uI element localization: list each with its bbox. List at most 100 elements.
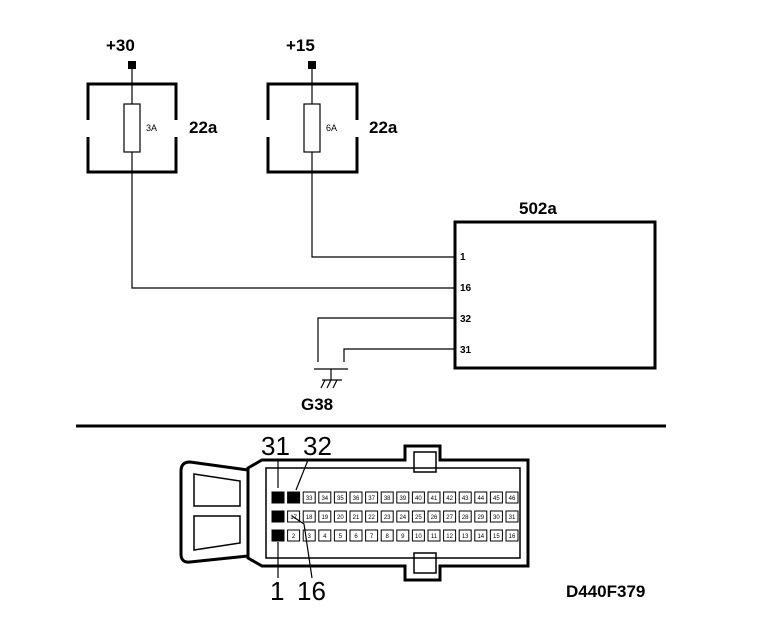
latch-slot-lower	[193, 515, 241, 551]
cavity-label: 10	[415, 534, 422, 540]
connector-cavity	[365, 491, 379, 504]
connector-cavity	[333, 510, 347, 523]
cavity-label: 25	[415, 515, 422, 521]
connector-cavity	[443, 529, 457, 542]
module-502a: 502a 1 16 32 31	[453, 199, 657, 370]
cavity-label: 16	[509, 534, 516, 540]
connector-cavity	[318, 529, 332, 542]
connector-cavity	[505, 529, 519, 542]
connector-cavity	[349, 529, 363, 542]
cavity-label: 20	[337, 515, 344, 521]
connector-cavity	[271, 491, 285, 504]
leader-32	[295, 459, 309, 491]
cavity-label: 30	[493, 515, 500, 521]
connector-cavity	[427, 510, 441, 523]
cavity-label: 11	[431, 534, 438, 540]
wire-15-to-pin1	[311, 152, 455, 258]
cavity-label: 31	[509, 515, 516, 521]
connector-cavity	[411, 529, 425, 542]
cavity-label: 3	[308, 534, 312, 540]
cavity-label: 23	[384, 515, 391, 521]
cavity-label: 46	[509, 496, 516, 502]
module-box	[453, 220, 657, 370]
supply-label-30: +30	[106, 36, 135, 55]
callout-31: 31	[261, 431, 290, 461]
cavity-label: 9	[401, 534, 405, 540]
cavity-label: 45	[493, 496, 500, 502]
connector-cavity	[380, 491, 394, 504]
fuse-ref-30: 22a	[189, 118, 218, 137]
leader-16	[291, 515, 313, 579]
fuse-30: +30 3A 22a	[86, 36, 218, 174]
connector-cavity	[287, 491, 301, 504]
latch-slot-upper	[193, 473, 241, 507]
supply-label-15: +15	[286, 36, 315, 55]
connector-cavity	[318, 491, 332, 504]
connector-cavity	[411, 510, 425, 523]
connector-cavity	[333, 491, 347, 504]
cavity-label: 19	[321, 515, 328, 521]
cavity-label: 14	[477, 534, 484, 540]
connector-cavity	[505, 491, 519, 504]
connector-face	[265, 467, 521, 559]
connector-cavity	[380, 529, 394, 542]
connector-cavity	[458, 491, 472, 504]
fuse-rating-30: 3A	[146, 123, 157, 133]
connector-cavity	[396, 491, 410, 504]
connector-cavity	[427, 491, 441, 504]
wire-pin31-ground	[343, 348, 455, 362]
connector-cavity	[489, 491, 503, 504]
connector-cavity	[427, 529, 441, 542]
wire-pin32-ground	[317, 317, 455, 362]
terminal-30	[128, 61, 136, 69]
connector-cavity	[271, 529, 285, 542]
connector-cavity	[287, 529, 301, 542]
connector-cavity	[443, 491, 457, 504]
fuse-element-30	[123, 103, 141, 153]
cavity-label: 2	[292, 534, 296, 540]
cavity-label: 42	[446, 496, 453, 502]
fuse-rating-15: 6A	[326, 123, 337, 133]
callout-1: 1	[270, 576, 284, 606]
fuse-15: +15 6A 22a	[266, 36, 398, 174]
connector-cavity	[349, 510, 363, 523]
module-pin-32: 32	[460, 314, 472, 325]
connector-cavity	[474, 529, 488, 542]
connector-cavity	[505, 510, 519, 523]
callout-32: 32	[303, 431, 332, 461]
cavity-label: 15	[493, 534, 500, 540]
drawing-code: D440F379	[566, 582, 645, 601]
cavity-label: 43	[462, 496, 469, 502]
cavity-label: 22	[368, 515, 375, 521]
lock-tab-top	[413, 451, 437, 473]
cavity-label: 33	[306, 496, 313, 502]
connector-cavity	[396, 510, 410, 523]
wire-30-to-pin16	[131, 152, 455, 289]
cavity-label: 5	[339, 534, 343, 540]
module-pin-16: 16	[460, 283, 472, 294]
cavity-label: 40	[415, 496, 422, 502]
connector-cavity	[318, 510, 332, 523]
ground-hatch	[326, 379, 332, 389]
connector-cavity	[489, 529, 503, 542]
connector-cavity	[458, 510, 472, 523]
connector-cavity	[302, 491, 316, 504]
connector-cavity	[443, 510, 457, 523]
ground-hatch	[332, 379, 338, 389]
ground-label: G38	[301, 395, 333, 414]
callout-16: 16	[297, 576, 326, 606]
cavity-label: 26	[431, 515, 438, 521]
cavity-label: 38	[384, 496, 391, 502]
cavity-label: 7	[370, 534, 374, 540]
connector-cavity	[365, 510, 379, 523]
connector-cavity	[396, 529, 410, 542]
cavity-label: 39	[399, 496, 406, 502]
connector-cavity	[474, 491, 488, 504]
connector-cavity	[302, 529, 316, 542]
terminal-15	[308, 61, 316, 69]
cavity-label: 28	[462, 515, 469, 521]
cavity-label: 36	[353, 496, 360, 502]
connector-cavity	[458, 529, 472, 542]
